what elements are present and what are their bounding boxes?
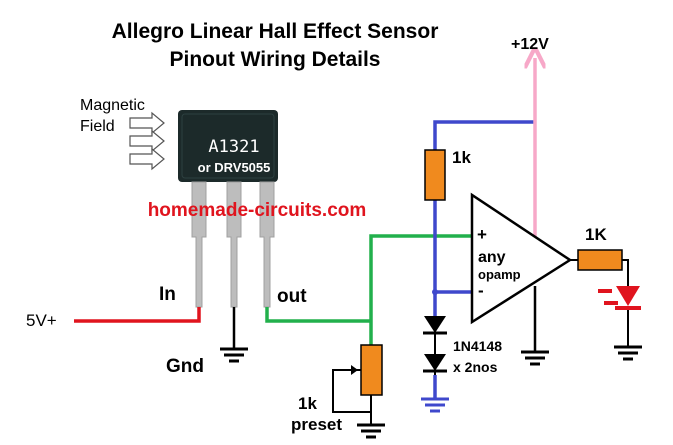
preset-wiper-arrow-icon <box>351 365 358 375</box>
resistor-1k-output <box>577 249 623 271</box>
preset-resistor <box>360 344 383 396</box>
reference-top-wire <box>433 120 535 150</box>
pin-label-gnd: Gnd <box>166 356 204 377</box>
pin-label-in: In <box>159 284 176 305</box>
led-icon <box>598 286 641 310</box>
resistor-1k-label: 1k <box>452 148 471 167</box>
sensor-alt-part-number: or DRV5055 <box>198 160 271 175</box>
preset-wiper-wire <box>332 369 371 413</box>
supply-label: 5V+ <box>26 311 57 330</box>
magnetic-field-label-1: Magnetic <box>80 97 145 114</box>
title-line-2: Pinout Wiring Details <box>170 48 381 71</box>
led-anode-wire <box>622 259 629 286</box>
diode-label-2: x 2nos <box>453 359 498 375</box>
noninverting-input-wire <box>369 234 472 345</box>
preset-value-label: 1k <box>298 394 317 413</box>
opamp-symbol <box>470 192 573 325</box>
diode-label-1: 1N4148 <box>453 338 502 354</box>
preset-label: preset <box>291 415 342 434</box>
sensor-part-number: A1321 <box>208 137 259 157</box>
diode-ground-icon <box>421 397 449 413</box>
watermark-text: homemade-circuits.com <box>148 200 367 221</box>
opamp-minus-label: - <box>478 281 484 300</box>
opamp-label-2: opamp <box>478 267 521 282</box>
supply-wire <box>74 307 201 323</box>
magnetic-field-arrow-icon <box>129 111 165 171</box>
output-wire <box>265 307 371 323</box>
magnetic-field-label-2: Field <box>80 118 115 135</box>
resistor-1k <box>424 149 446 201</box>
led-ground-icon <box>614 345 642 361</box>
opamp-label-1: any <box>478 249 506 266</box>
resistor-output-label: 1K <box>585 225 607 244</box>
sensor-pins <box>191 181 275 308</box>
title-line-1: Allegro Linear Hall Effect Sensor <box>112 20 439 43</box>
reference-junction-dot <box>432 289 438 295</box>
sensor-ground-icon <box>220 347 248 363</box>
opamp-ground-icon <box>521 350 549 366</box>
pin-label-out: out <box>277 286 307 307</box>
supply-12v-label: +12V <box>511 36 549 53</box>
diode-icon <box>423 316 447 375</box>
opamp-plus-label: + <box>477 225 487 244</box>
hall-sensor-body <box>178 110 278 182</box>
preset-ground-icon <box>357 423 385 439</box>
